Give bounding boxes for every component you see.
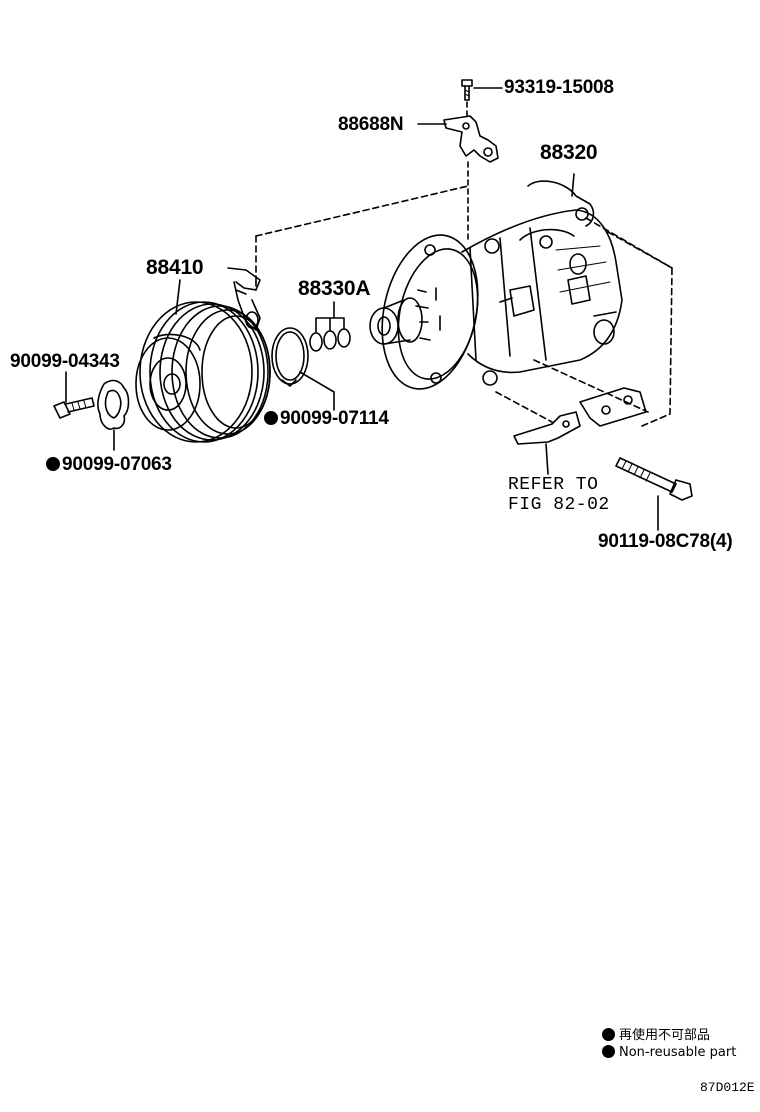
legend-dot-icon (602, 1045, 615, 1058)
bracket-top-part (443, 115, 499, 163)
leader-clutch (175, 279, 181, 315)
leader-refer (545, 443, 549, 475)
non-reusable-dot-icon (46, 457, 60, 471)
screw-top-part (461, 79, 473, 101)
label-screw-top: 93319-15008 (504, 77, 614, 98)
legend-jp: 再使用不可部品 (602, 1024, 710, 1043)
leader-snap-ring (299, 371, 335, 411)
legend-en-text: Non-reusable part (619, 1045, 737, 1060)
label-bolt-right: 90119-08C78(4) (598, 531, 733, 552)
bolt-right-part (615, 457, 693, 501)
label-bracket-top: 88688N (338, 114, 404, 135)
leader-compressor (571, 173, 575, 197)
label-shim: 90099-07063 (46, 455, 172, 474)
leader-orings (315, 301, 345, 333)
snap-ring-part (271, 327, 309, 387)
clutch-sensor-part (227, 267, 261, 331)
compressor-part (369, 180, 623, 390)
clutch-pulley-part (135, 301, 271, 443)
o-rings-part (309, 328, 351, 352)
legend-jp-text: 再使用不可部品 (619, 1028, 711, 1043)
figure-code: 87D012E (700, 1080, 755, 1095)
dash-box-upper (255, 185, 469, 237)
lower-bracket-part (513, 387, 647, 445)
bolt-left-part (53, 397, 95, 419)
label-compressor: 88320 (540, 141, 598, 164)
non-reusable-dot-icon (264, 411, 278, 425)
label-orings: 88330A (298, 277, 371, 300)
legend-en: Non-reusable part (602, 1045, 736, 1060)
shim-part (97, 379, 130, 430)
refer-line-1: REFER TO (508, 475, 599, 495)
label-clutch: 88410 (146, 256, 204, 279)
legend-dot-icon (602, 1028, 615, 1041)
label-snap-ring: 90099-07114 (264, 409, 389, 428)
label-shim-text: 90099-07063 (62, 454, 172, 475)
label-snap-ring-text: 90099-07114 (280, 408, 389, 429)
refer-line-2: FIG 82-02 (508, 495, 610, 515)
label-bolt-left: 90099-04343 (10, 351, 120, 372)
